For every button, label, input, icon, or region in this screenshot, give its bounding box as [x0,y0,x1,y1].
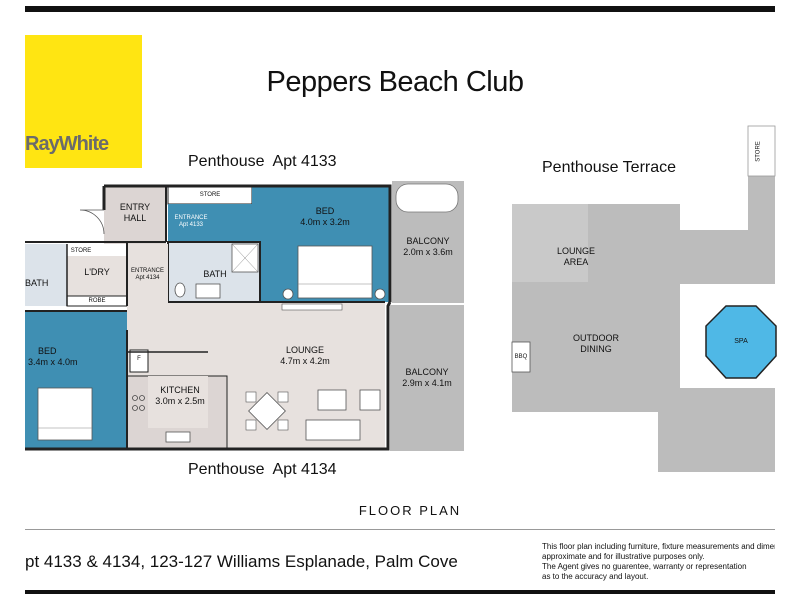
bed-bottom-furniture [37,387,93,441]
toilet-mid-shape [174,282,186,298]
spa-label: SPA [734,338,748,345]
bbq-label: BBQ [514,354,528,360]
bath-mid-label: BATH [203,269,227,279]
disclaimer-line-3: The Agent gives no guarentee, warranty o… [542,562,747,571]
laundry-label: L'DRY [84,267,110,277]
sofa [305,419,361,441]
coffee-table [317,389,347,411]
armchair [359,389,381,411]
laundry-floor [67,256,127,296]
raywhite-logo: RayWhite [25,35,142,168]
store-right-label: STORE [755,141,762,162]
floor-plan-label: FLOOR PLAN [358,503,462,518]
bathtub-shape [395,183,459,213]
logo-text: RayWhite [25,133,109,155]
apt-4133-title: Penthouse Apt 4133 [188,153,337,170]
terrace-store [747,125,776,177]
bed-top-upper [252,186,390,204]
entrance-4134-floor [127,244,168,302]
fridge-shape [129,349,149,373]
store-left-shape [67,244,95,256]
disclaimer-line-4: as to the accuracy and layout. [542,572,649,581]
kitchen-floor [148,376,208,428]
bath-left-floor [25,244,67,306]
apt-4134-title: Penthouse Apt 4134 [188,461,337,478]
bed-top-furniture [297,245,373,299]
page-title: Peppers Beach Club [266,66,525,98]
store-top-label: STORE [199,192,221,198]
entry-hall-floor [104,186,166,244]
disclaimer: This floor plan including furniture, fix… [542,542,775,582]
bottom-border-bar [25,590,775,594]
bath-left-label: BATH [25,278,49,288]
dining-table [248,392,286,430]
balcony-bottom-floor [390,305,464,451]
robe-label: ROBE [88,298,106,304]
fridge-label: F [137,356,141,362]
bbq-shape [511,341,531,373]
terrace-lounge-area [512,204,588,282]
disclaimer-line-1: This floor plan including furniture, fix… [542,542,775,551]
spa-shape [705,305,777,379]
terrace-title: Penthouse Terrace [542,159,677,176]
address-text: pt 4133 & 4134, 123-127 Williams Esplana… [25,552,458,571]
top-border-bar [25,6,775,12]
footer-divider [25,529,775,530]
disclaimer-line-2: approximate and for illustrative purpose… [542,552,705,561]
store-left-label: STORE [70,248,92,254]
vanity-shape [195,283,221,299]
